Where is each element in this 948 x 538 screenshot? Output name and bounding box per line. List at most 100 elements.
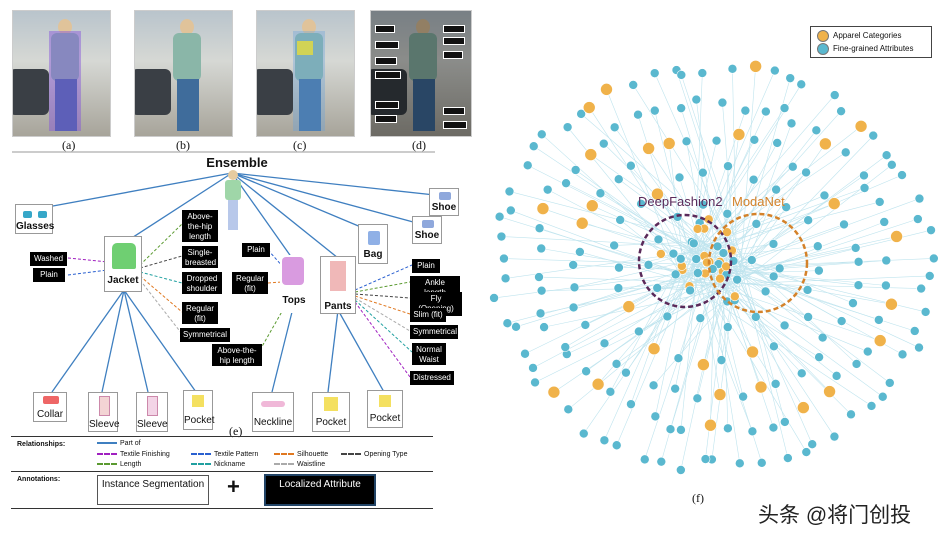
attribute-node [563,123,572,132]
attribute-node [863,347,872,356]
graph-edge [715,175,902,254]
attribute-node [634,327,643,336]
attribute-node [788,162,797,171]
category-node [874,335,886,347]
attribute-node [770,66,779,75]
attribute-node [570,283,579,292]
graph-nodes [490,60,939,474]
attribute-node [534,273,543,282]
attribute-node [531,378,540,387]
attribute-node [537,130,546,139]
cluster-node [769,272,778,281]
cluster-node [719,249,728,258]
category-node [747,346,759,358]
attribute-node [606,387,615,396]
attribute-node [841,148,850,157]
attribute-node [506,206,515,215]
attribute-node [499,254,508,263]
attribute-node [752,219,761,228]
attribute-node [610,123,619,132]
attribute-node [649,381,658,390]
attribute-node [717,356,726,365]
attribute-node [927,226,936,235]
attribute-node [852,359,861,368]
attribute-node [543,185,552,194]
attribute-node [915,343,924,352]
attribute-node [614,284,623,293]
category-node [585,149,597,161]
attribute-node [787,119,796,128]
attribute-node [712,136,721,145]
attribute-node [693,394,702,403]
attribute-node [808,440,817,449]
attribute-node [797,369,806,378]
attribute-node [820,191,829,200]
attribute-node [887,160,896,169]
graph-edge [533,285,690,368]
attribute-node [529,142,538,151]
attribute-node [626,161,635,170]
attribute-node [682,137,691,146]
attribute-node [600,436,609,445]
category-node [592,378,604,390]
category-node [704,419,716,431]
attribute-node [786,74,795,83]
attribute-node [657,457,666,466]
cluster-node [747,256,756,265]
attribute-node [802,168,811,177]
category-node [537,203,549,215]
attribute-node [564,405,573,414]
category-node [797,402,809,414]
attribute-node [910,326,919,335]
attribute-node [804,312,813,321]
cluster-node [693,268,702,277]
attribute-node [815,353,824,362]
attribute-node [671,384,680,393]
cluster-node [676,254,685,263]
attribute-node [882,151,891,160]
attribute-node [536,309,545,318]
attribute-node [512,322,521,331]
attribute-node [898,350,907,359]
category-node [648,343,660,355]
caption-f: (f) [692,491,704,506]
attribute-node [698,168,707,177]
attribute-node [739,392,748,401]
attribute-node [723,209,732,218]
attribute-node [723,323,732,332]
category-node [623,301,635,313]
attribute-node [848,299,857,308]
attribute-node [663,312,672,321]
category-node [819,138,831,150]
attribute-node [501,274,510,283]
cluster-node [716,274,725,283]
cluster-node [656,249,665,258]
attribute-node [579,429,588,438]
attribute-node [771,379,780,388]
attribute-node [521,349,530,358]
attribute-node [614,263,623,272]
attribute-node [804,216,813,225]
attribute-node [675,173,684,182]
attribute-node [846,410,855,419]
attribute-node [610,241,619,250]
attribute-node [654,235,663,244]
attribute-node [797,80,806,89]
category-node [855,120,867,132]
cluster-node [686,286,695,295]
attribute-node [885,378,894,387]
attribute-node [596,189,605,198]
attribute-node [600,339,609,348]
attribute-node [869,131,878,140]
legend-row-categories: Apparel Categories [817,30,901,42]
attribute-node [614,175,623,184]
cluster-node [692,255,701,264]
attribute-node [529,363,538,372]
attribute-node [878,392,887,401]
attribute-node [898,171,907,180]
attribute-node [599,139,608,148]
category-node [750,60,762,72]
legend-attributes-label: Fine-grained Attributes [833,44,914,53]
attribute-node [621,368,630,377]
cluster-node [733,275,742,284]
